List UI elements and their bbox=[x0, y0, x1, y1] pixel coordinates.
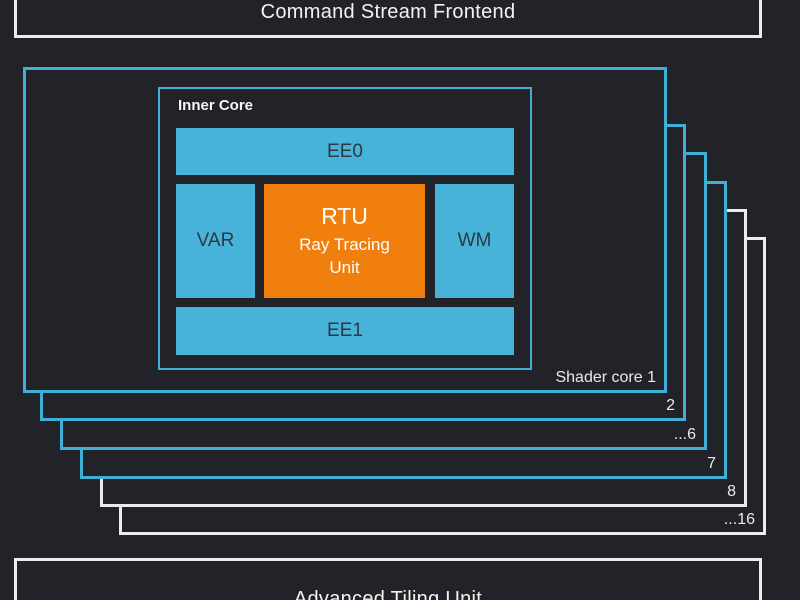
rtu-name-line2: Unit bbox=[329, 257, 360, 277]
var-label: VAR bbox=[196, 230, 235, 251]
shader-core-16-label: ...16 bbox=[723, 511, 755, 528]
wm-label: WM bbox=[457, 230, 492, 251]
shader-core-2-label: 2 bbox=[666, 397, 675, 414]
advanced-tiling-unit-label: Advanced Tiling Unit bbox=[293, 587, 483, 600]
inner-core-box: Inner Core EE0 VAR RTU Ray Tracing Unit … bbox=[158, 87, 532, 370]
command-stream-frontend-box: Command Stream Frontend bbox=[14, 0, 762, 38]
shader-core-card-1: Inner Core EE0 VAR RTU Ray Tracing Unit … bbox=[23, 67, 667, 393]
rtu-block: RTU Ray Tracing Unit bbox=[264, 184, 425, 298]
command-stream-frontend-label: Command Stream Frontend bbox=[260, 0, 516, 23]
ee1-label: EE1 bbox=[327, 320, 363, 341]
var-block: VAR bbox=[176, 184, 255, 298]
ee1-block: EE1 bbox=[176, 307, 514, 355]
wm-block: WM bbox=[435, 184, 514, 298]
shader-core-8-label: 8 bbox=[727, 483, 736, 500]
shader-core-6-label: ...6 bbox=[673, 426, 696, 443]
ee0-label: EE0 bbox=[327, 140, 363, 162]
rtu-abbr-label: RTU bbox=[321, 203, 368, 230]
shader-core-7-label: 7 bbox=[707, 455, 716, 472]
shader-core-1-label: Shader core 1 bbox=[555, 369, 656, 386]
advanced-tiling-unit-box: Advanced Tiling Unit bbox=[14, 558, 762, 600]
rtu-name-line1: Ray Tracing bbox=[299, 235, 390, 255]
ee0-block: EE0 bbox=[176, 128, 514, 175]
inner-core-label: Inner Core bbox=[178, 97, 254, 114]
